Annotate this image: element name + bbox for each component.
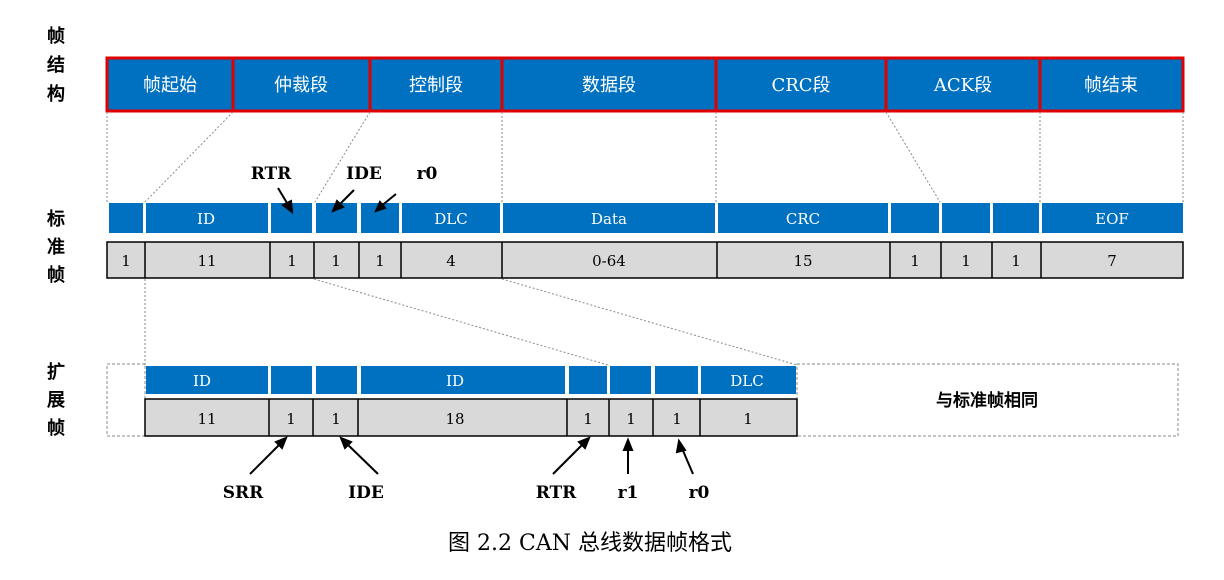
- structure-segment-label: 控制段: [409, 75, 463, 96]
- extended-field: [146, 366, 268, 394]
- extended-field: [271, 366, 312, 394]
- extended-field-row: ID ID DLC: [146, 366, 796, 394]
- structure-segment: [1038, 56, 1185, 113]
- structure-segment: [105, 56, 235, 113]
- extended-bit-count: 1: [286, 410, 296, 428]
- row-label-char: 扩: [47, 361, 65, 383]
- row-label-char: 帧: [47, 417, 65, 439]
- standard-bit-count: 1: [910, 252, 920, 270]
- standard-bit-count: 4: [446, 252, 456, 270]
- structure-segment-label: ACK段: [933, 75, 992, 96]
- extended-bit-count: 1: [583, 410, 593, 428]
- standard-bit-count: 1: [961, 252, 971, 270]
- standard-bit-count: 1: [287, 252, 297, 270]
- row-label-char: 帧: [47, 25, 65, 47]
- standard-bit-count: 0-64: [592, 252, 626, 270]
- standard-bit-count: 7: [1107, 252, 1117, 270]
- standard-field: [503, 203, 715, 233]
- structure-segment-label: 帧起始: [143, 75, 197, 96]
- annotation-r0: r0: [417, 164, 438, 184]
- structure-segment-label: 数据段: [582, 75, 636, 96]
- standard-field-label: ID: [197, 210, 215, 228]
- extended-field: [569, 366, 607, 394]
- extended-field: [316, 366, 357, 394]
- row-label-char: 帧: [47, 264, 65, 286]
- frame-structure-row: 帧起始 仲裁段 控制段 数据段 CRC段 ACK段 帧结束: [105, 56, 1185, 113]
- extended-field: [701, 366, 796, 394]
- standard-field-label: CRC: [786, 210, 820, 228]
- annotation-r1: r1: [618, 483, 639, 503]
- structure-segment-label: 帧结束: [1084, 75, 1138, 96]
- standard-field: [109, 203, 143, 233]
- structure-segment: [368, 56, 504, 113]
- standard-bit-count: 15: [793, 252, 812, 270]
- extended-bit-count: 1: [743, 410, 753, 428]
- standard-field: [1042, 203, 1183, 233]
- standard-field-label: DLC: [434, 210, 467, 228]
- annotation-rtr: RTR: [251, 164, 292, 184]
- extended-field: [610, 366, 651, 394]
- extended-bit-count: 1: [331, 410, 341, 428]
- standard-field-row: ID DLC Data CRC EOF: [109, 203, 1183, 233]
- standard-field: [402, 203, 500, 233]
- extended-annotations: SRR IDE RTR r1 r0: [223, 436, 710, 503]
- annotation-r0: r0: [689, 483, 710, 503]
- annotation-ide: IDE: [348, 483, 384, 503]
- standard-to-extended-connectors: [144, 278, 798, 366]
- standard-field: [146, 203, 268, 233]
- annotation-rtr: RTR: [536, 483, 577, 503]
- extended-bit-count: 1: [672, 410, 682, 428]
- standard-bit-count: 1: [375, 252, 385, 270]
- structure-segment-label: 仲裁段: [274, 75, 328, 96]
- extended-field: [361, 366, 565, 394]
- extended-bits-row: 11 1 1 18 1 1 1 1: [144, 398, 798, 437]
- standard-bit-count: 11: [197, 252, 216, 270]
- structure-segment: [231, 56, 372, 113]
- structure-segment: [714, 56, 888, 113]
- standard-bit-count: 1: [121, 252, 131, 270]
- structure-connectors: [106, 111, 1184, 203]
- annotation-srr: SRR: [223, 483, 264, 503]
- extended-field-label: DLC: [730, 372, 763, 390]
- extended-field-label: ID: [193, 372, 211, 390]
- row-label-frame-structure: 帧 结 构: [47, 25, 65, 105]
- row-label-char: 结: [47, 54, 65, 76]
- structure-segment-label: CRC段: [771, 75, 830, 96]
- structure-segment: [884, 56, 1042, 113]
- standard-field-label: EOF: [1095, 210, 1129, 228]
- figure-caption: 图 2.2 CAN 总线数据帧格式: [448, 531, 732, 556]
- row-label-char: 准: [47, 236, 65, 258]
- extended-bit-count: 11: [197, 410, 216, 428]
- extended-bit-count: 1: [626, 410, 636, 428]
- standard-field: [993, 203, 1039, 233]
- row-label-char: 标: [46, 208, 65, 230]
- row-label-extended-frame: 扩 展 帧: [47, 361, 66, 439]
- standard-field: [942, 203, 990, 233]
- row-label-standard-frame: 标 准 帧: [46, 208, 65, 286]
- row-label-char: 构: [47, 83, 65, 105]
- standard-annotations: RTR IDE r0: [251, 164, 438, 215]
- same-as-standard-text: 与标准帧相同: [936, 390, 1038, 411]
- standard-bit-count: 1: [1011, 252, 1021, 270]
- annotation-ide: IDE: [346, 164, 382, 184]
- extended-bit-count: 18: [445, 410, 464, 428]
- extended-field: [655, 366, 698, 394]
- extended-field-label: ID: [446, 372, 464, 390]
- standard-bits-row: 1 11 1 1 1 4 0-64 15 1 1 1 7: [106, 241, 1184, 279]
- row-label-char: 展: [47, 390, 66, 411]
- standard-field: [718, 203, 888, 233]
- standard-bit-count: 1: [331, 252, 341, 270]
- standard-field-label: Data: [591, 210, 627, 228]
- standard-field: [891, 203, 939, 233]
